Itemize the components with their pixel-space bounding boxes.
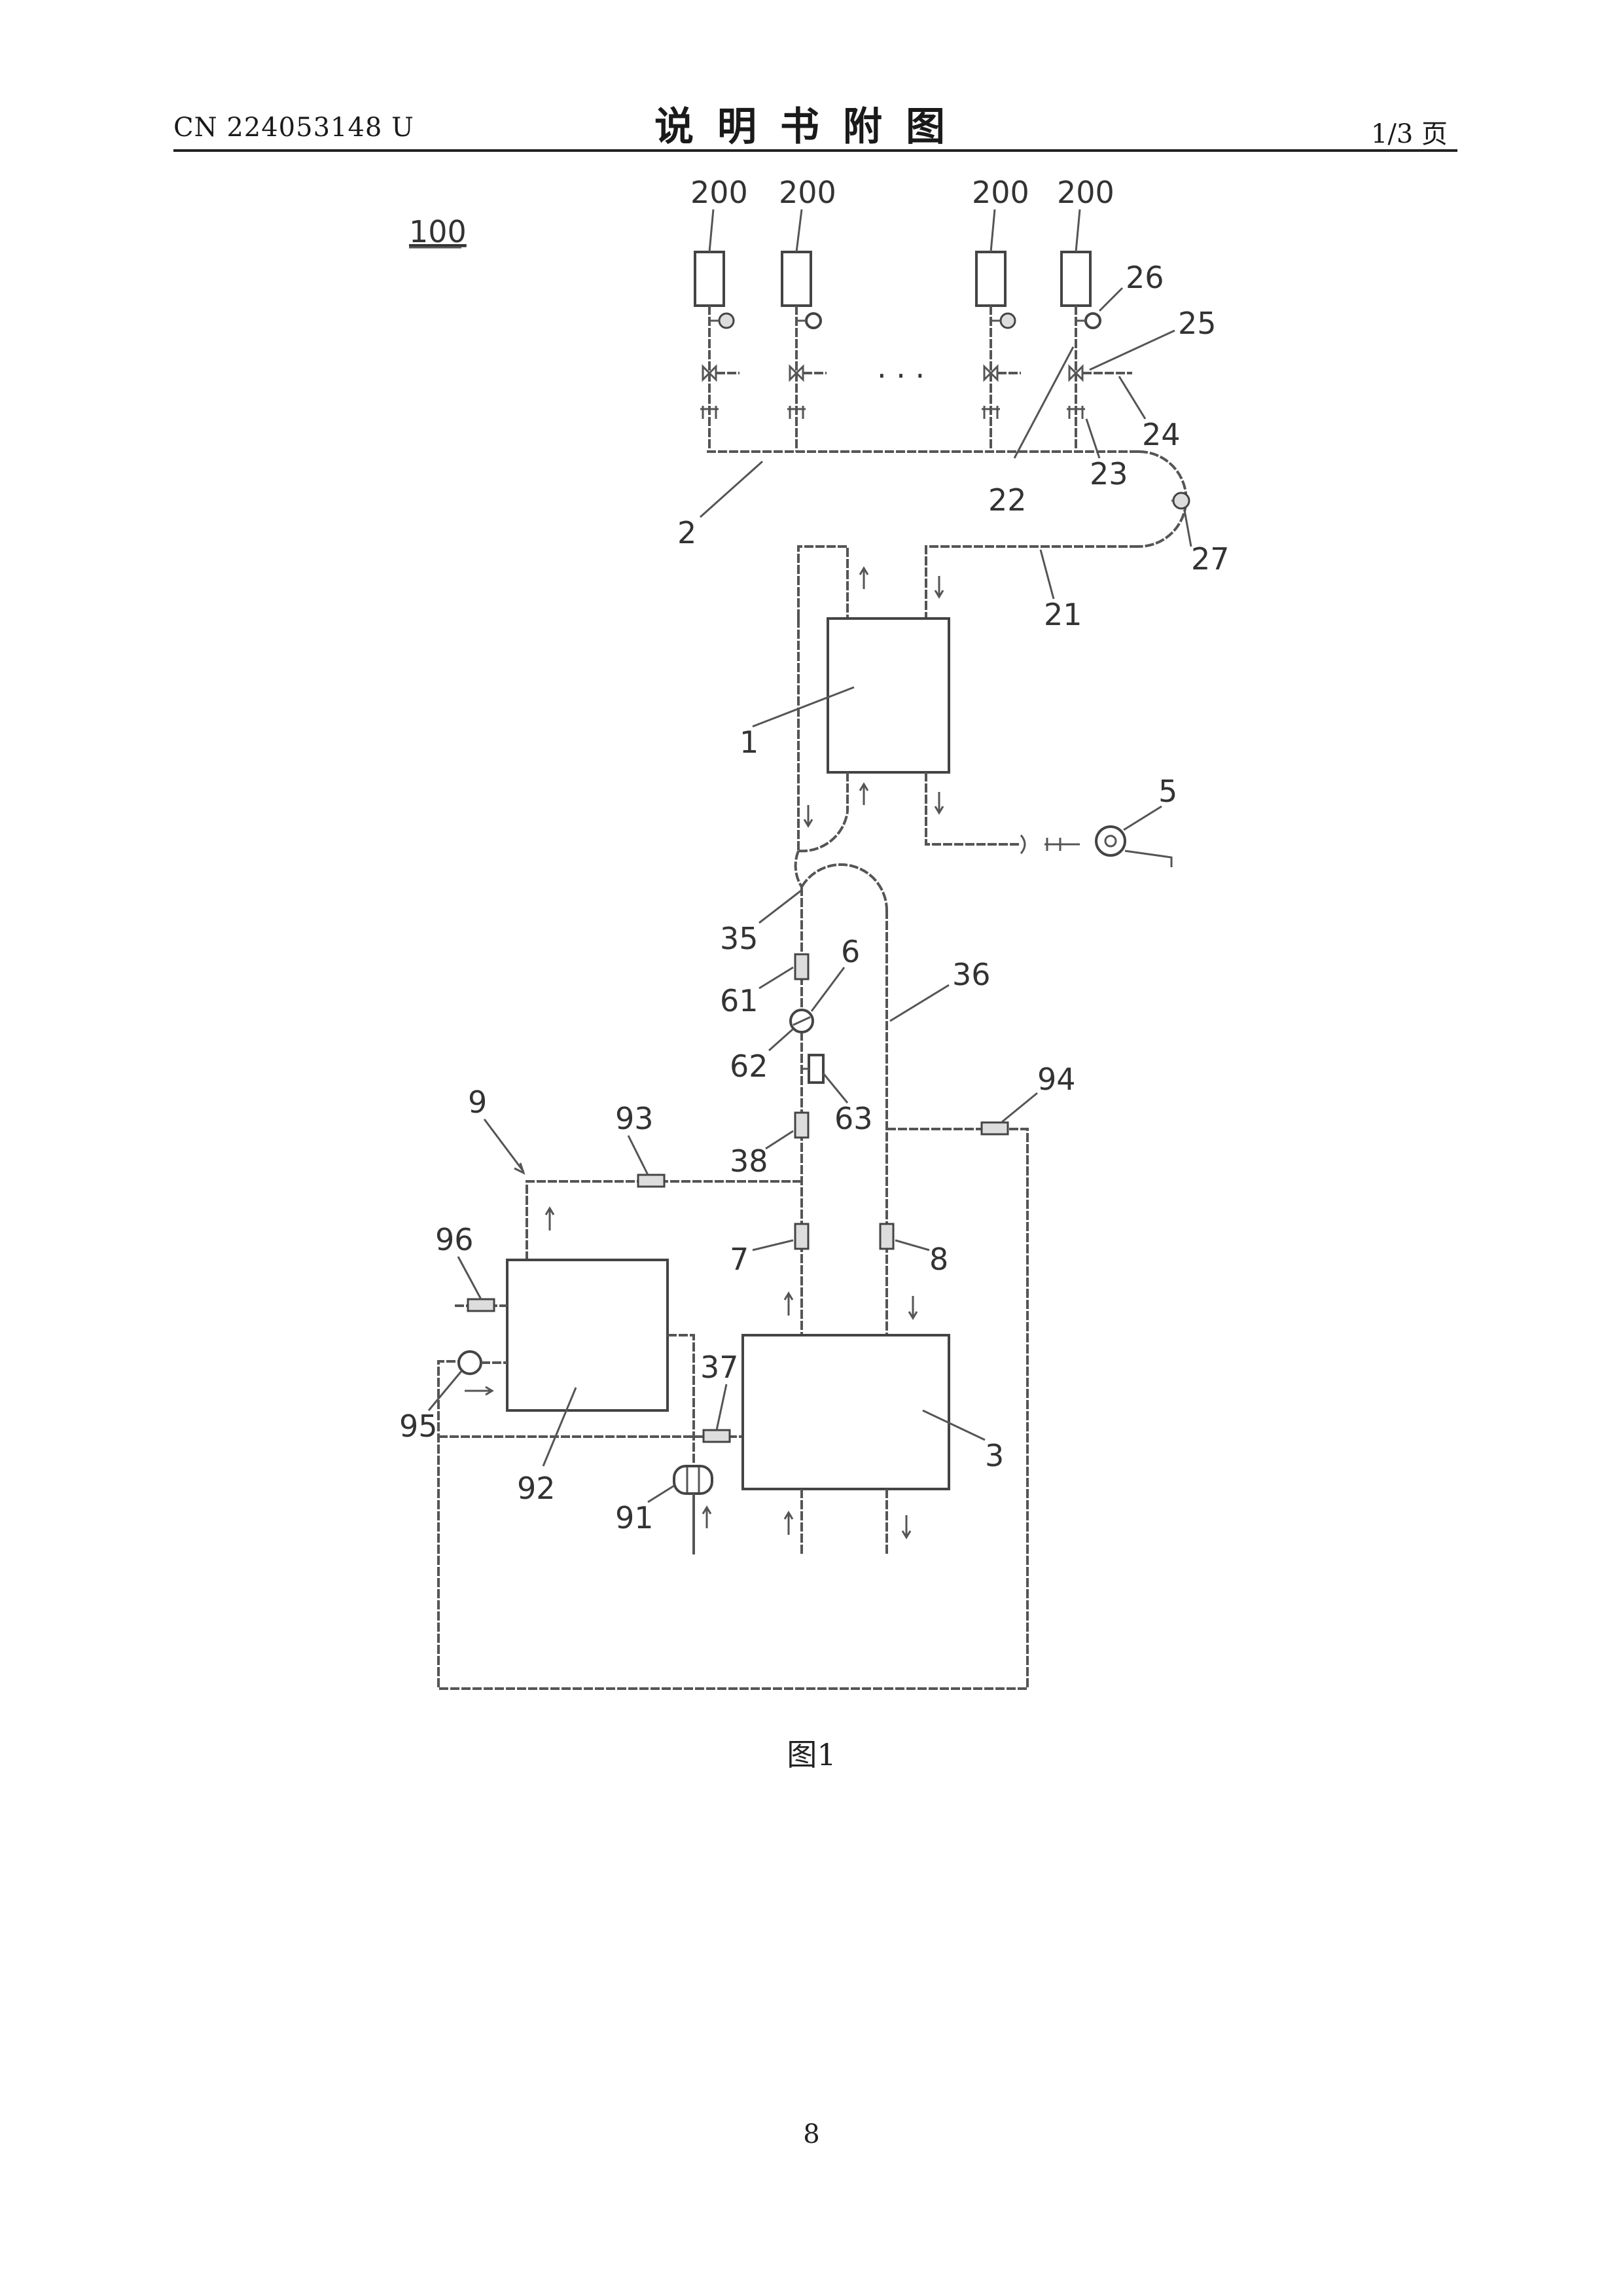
terminal-unit-3 (976, 252, 1005, 306)
label-35: 35 (720, 921, 758, 956)
pump-95 (459, 1352, 481, 1374)
label-38: 38 (730, 1143, 768, 1179)
label-93: 93 (615, 1101, 654, 1136)
label-3: 3 (985, 1438, 1004, 1473)
label-36: 36 (952, 957, 991, 992)
ellipsis: · · · (877, 358, 925, 393)
valve-93 (638, 1175, 664, 1187)
label-92: 92 (517, 1471, 556, 1506)
arrow-up-icon (860, 568, 868, 589)
label-200-1: 200 (690, 175, 748, 210)
device-91 (674, 1466, 712, 1494)
label-27: 27 (1191, 541, 1230, 577)
label-200-3: 200 (972, 175, 1029, 210)
pipe-21 (926, 547, 1139, 619)
label-24: 24 (1142, 417, 1181, 452)
label-7: 7 (730, 1242, 749, 1277)
label-100: 100 (409, 214, 467, 249)
label-5: 5 (1158, 774, 1177, 809)
arrow-down-icon (935, 792, 943, 813)
gauge-27 (1173, 493, 1189, 509)
label-2: 2 (677, 515, 696, 550)
arrow-up-icon (860, 784, 868, 805)
label-8: 8 (929, 1242, 948, 1277)
label-62: 62 (730, 1049, 768, 1084)
arrow-up-icon (785, 1513, 793, 1535)
valve-7 (795, 1224, 808, 1249)
label-91: 91 (615, 1500, 654, 1535)
label-200-4: 200 (1057, 175, 1115, 210)
label-26: 26 (1126, 260, 1164, 295)
arrow-down-icon (935, 576, 943, 597)
arrow-right-icon (465, 1387, 492, 1395)
terminal-unit-4 (1061, 252, 1090, 306)
label-96: 96 (435, 1222, 474, 1257)
terminal-unit-1 (695, 252, 724, 306)
label-9: 9 (468, 1085, 487, 1120)
label-23: 23 (1090, 456, 1128, 492)
label-25: 25 (1178, 306, 1217, 341)
arrow-up-icon (703, 1507, 711, 1528)
label-37: 37 (700, 1350, 739, 1385)
figure-caption: 图1 (0, 1731, 1623, 1774)
unit-92 (507, 1260, 668, 1410)
terminal-units: 200 200 200 200 (690, 175, 1132, 452)
valve-37 (704, 1430, 730, 1442)
label-22: 22 (988, 482, 1027, 518)
filter-61 (795, 954, 808, 979)
arrow-down-icon (804, 805, 812, 826)
valve-8 (880, 1224, 893, 1249)
unit-1 (828, 619, 949, 772)
arrow-up-icon (785, 1293, 793, 1316)
arrow-up-icon (546, 1208, 554, 1230)
sensor-63 (809, 1055, 823, 1083)
label-1: 1 (740, 725, 758, 760)
page-number: 8 (0, 2119, 1623, 2149)
valve-38 (795, 1113, 808, 1138)
label-21: 21 (1044, 597, 1082, 632)
label-6: 6 (841, 934, 860, 969)
label-200-2: 200 (779, 175, 836, 210)
fan-5 (1096, 827, 1125, 855)
label-94: 94 (1037, 1062, 1076, 1097)
valve-94 (982, 1122, 1008, 1134)
terminal-unit-2 (782, 252, 811, 306)
arrow-down-icon (902, 1515, 910, 1537)
unit-3 (743, 1335, 949, 1489)
label-95: 95 (399, 1408, 438, 1444)
label-61: 61 (720, 983, 758, 1018)
valve-96 (468, 1299, 494, 1311)
arrow-down-icon (909, 1296, 917, 1318)
label-63: 63 (834, 1101, 873, 1136)
